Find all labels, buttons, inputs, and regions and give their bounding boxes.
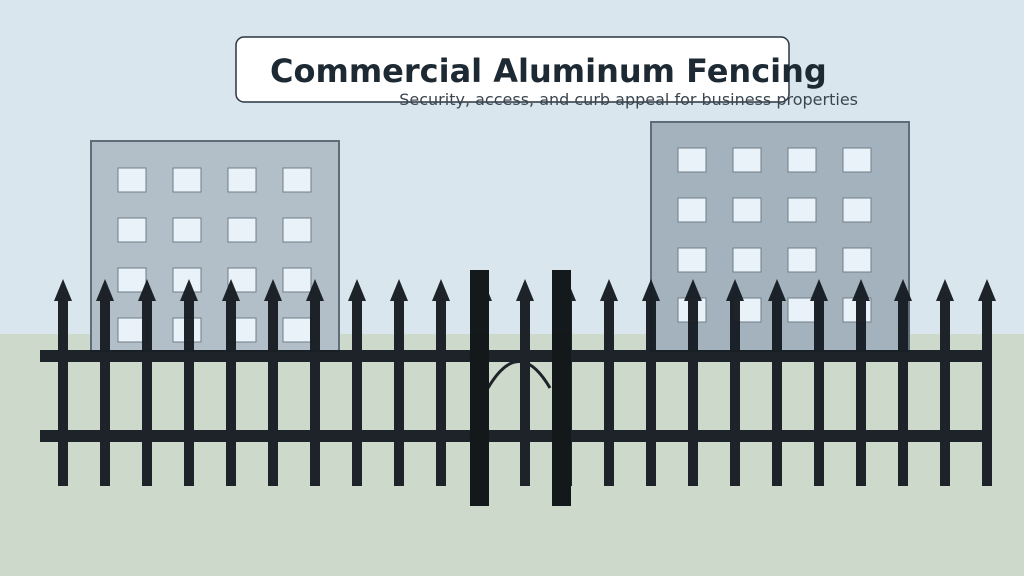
- banner-title: Commercial Aluminum Fencing: [270, 52, 827, 90]
- gate-post-right: [552, 270, 571, 506]
- fence-picket: [184, 298, 194, 486]
- left-building-windows: [117, 167, 312, 343]
- left-building-window: [282, 217, 312, 243]
- fence-top-rail: [40, 350, 992, 362]
- fence-picket-spear-tip: [768, 279, 786, 301]
- fence-bottom-rail: [40, 430, 992, 442]
- fence-picket: [142, 298, 152, 486]
- right-building-window: [732, 247, 762, 273]
- gate-post-left: [470, 270, 489, 506]
- fence-picket-spear-tip: [684, 279, 702, 301]
- fence-picket: [436, 298, 446, 486]
- fence-picket-spear-tip: [978, 279, 996, 301]
- fence-picket-spear-tip: [726, 279, 744, 301]
- fence-picket: [688, 298, 698, 486]
- left-building-window: [117, 167, 147, 193]
- left-building-window: [282, 267, 312, 293]
- fence-picket-spear-tip: [348, 279, 366, 301]
- fence-picket: [100, 298, 110, 486]
- left-building-window: [282, 167, 312, 193]
- fence-picket-spear-tip: [432, 279, 450, 301]
- banner-subtitle: Security, access, and curb appeal for bu…: [399, 90, 858, 109]
- fence-picket: [940, 298, 950, 486]
- right-building-window: [787, 297, 817, 323]
- left-building-window: [117, 217, 147, 243]
- fence-picket-spear-tip: [306, 279, 324, 301]
- left-building-window: [282, 317, 312, 343]
- fence-picket-spear-tip: [264, 279, 282, 301]
- left-building-window: [117, 317, 147, 343]
- left-building-window: [227, 167, 257, 193]
- right-building-window: [677, 147, 707, 173]
- fence-picket: [856, 298, 866, 486]
- right-building-window: [842, 197, 872, 223]
- fence-picket-spear-tip: [138, 279, 156, 301]
- fence-picket-spear-tip: [222, 279, 240, 301]
- left-building-window: [227, 217, 257, 243]
- fence-picket-spear-tip: [642, 279, 660, 301]
- fence: [40, 270, 996, 506]
- fence-picket: [268, 298, 278, 486]
- right-building-window: [677, 247, 707, 273]
- fence-picket: [58, 298, 68, 486]
- fence-picket-spear-tip: [852, 279, 870, 301]
- fence-picket: [520, 298, 530, 486]
- fence-picket: [310, 298, 320, 486]
- fence-picket: [226, 298, 236, 486]
- left-building-window: [172, 167, 202, 193]
- fence-picket-spear-tip: [936, 279, 954, 301]
- fence-picket-spear-tip: [810, 279, 828, 301]
- fence-picket: [394, 298, 404, 486]
- fence-picket-spear-tip: [600, 279, 618, 301]
- gate-arch: [486, 360, 552, 389]
- fence-picket: [898, 298, 908, 486]
- right-building-window: [732, 197, 762, 223]
- fence-picket-spear-tip: [180, 279, 198, 301]
- fence-picket-spear-tip: [96, 279, 114, 301]
- right-building-window: [787, 197, 817, 223]
- right-building-window: [677, 197, 707, 223]
- fence-picket: [772, 298, 782, 486]
- fence-picket-spear-tip: [516, 279, 534, 301]
- fence-picket-spear-tip: [390, 279, 408, 301]
- fence-picket: [646, 298, 656, 486]
- ground: [0, 334, 1024, 576]
- fence-picket: [604, 298, 614, 486]
- title-banner-box: [235, 36, 790, 103]
- right-building-window: [842, 247, 872, 273]
- fence-picket-spear-tip: [54, 279, 72, 301]
- right-building-window: [787, 247, 817, 273]
- left-building: [90, 140, 340, 352]
- title-banner: Commercial Aluminum Fencing Security, ac…: [235, 36, 858, 109]
- left-building-window: [117, 267, 147, 293]
- fence-picket: [814, 298, 824, 486]
- fence-picket: [730, 298, 740, 486]
- fence-picket: [352, 298, 362, 486]
- fence-picket: [982, 298, 992, 486]
- right-building-window: [842, 147, 872, 173]
- right-building-window: [732, 147, 762, 173]
- left-building-window: [172, 217, 202, 243]
- fence-picket-spear-tip: [894, 279, 912, 301]
- right-building-window: [787, 147, 817, 173]
